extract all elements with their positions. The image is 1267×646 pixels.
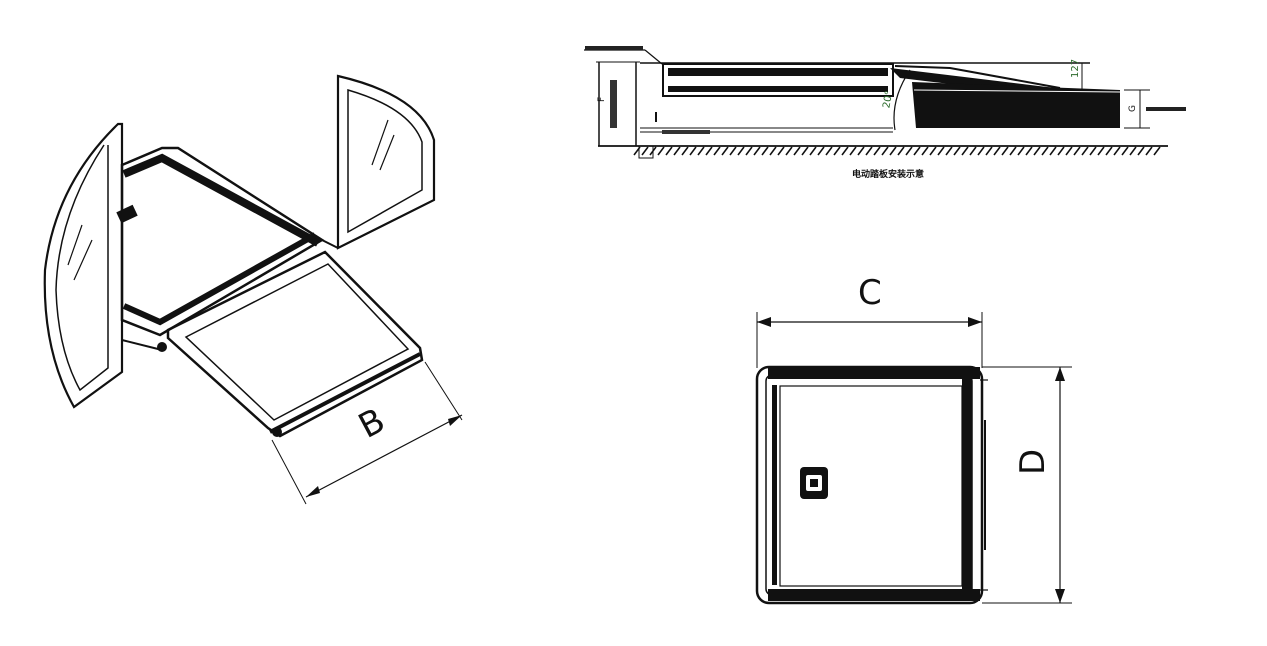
isometric-view: B xyxy=(43,74,463,505)
dimension-b-label: B xyxy=(352,401,391,447)
hatch-mark xyxy=(793,146,801,156)
hatch-mark xyxy=(1049,146,1057,156)
hatch-mark xyxy=(897,146,905,156)
hatch-mark xyxy=(801,146,809,156)
housing-handle xyxy=(116,204,138,224)
right-door xyxy=(336,74,436,250)
hatch-mark xyxy=(865,146,873,156)
dimension-f-label: F xyxy=(597,97,607,102)
hatch-mark xyxy=(993,146,1001,156)
hatch-mark xyxy=(825,146,833,156)
hatch-mark xyxy=(769,146,777,156)
hatch-mark xyxy=(705,146,713,156)
hatch-mark xyxy=(841,146,849,156)
hatch-mark xyxy=(721,146,729,156)
hatch-mark xyxy=(1145,146,1153,156)
hatch-mark xyxy=(921,146,929,156)
ground-caption: 电动踏板安装示意 xyxy=(852,168,924,180)
dimension-127-label: 127 xyxy=(1070,59,1081,78)
hatch-mark xyxy=(1025,146,1033,156)
hatch-mark xyxy=(745,146,753,156)
hatch-mark xyxy=(785,146,793,156)
hatch-mark xyxy=(1097,146,1105,156)
plate-handle xyxy=(800,467,828,499)
hatch-mark xyxy=(1121,146,1129,156)
hatch-mark xyxy=(1017,146,1025,156)
hatch-mark xyxy=(761,146,769,156)
hatch-mark xyxy=(689,146,697,156)
hatch-mark xyxy=(929,146,937,156)
hatch-mark xyxy=(1057,146,1065,156)
top-view: C D xyxy=(755,273,1072,605)
hatch-mark xyxy=(905,146,913,156)
dimension-b: B xyxy=(271,361,463,505)
hatch-mark xyxy=(777,146,785,156)
hatch-mark xyxy=(713,146,721,156)
hatch-mark xyxy=(1033,146,1041,156)
top-plate xyxy=(755,365,984,605)
hatch-mark xyxy=(945,146,953,156)
hatch-mark xyxy=(889,146,897,156)
hatch-mark xyxy=(1137,146,1145,156)
extended-step xyxy=(166,250,424,438)
hatch-mark xyxy=(681,146,689,156)
hatch-mark xyxy=(969,146,977,156)
hatch-mark xyxy=(1113,146,1121,156)
side-view: F 20° 127 G xyxy=(584,46,1186,180)
hatch-mark xyxy=(1129,146,1137,156)
hatch-mark xyxy=(1065,146,1073,156)
step-housing xyxy=(120,146,325,337)
side-housing xyxy=(662,63,894,97)
hatch-mark xyxy=(697,146,705,156)
hatch-mark xyxy=(953,146,961,156)
dimension-d-label: D xyxy=(1013,449,1053,475)
hatch-mark xyxy=(833,146,841,156)
ground-hatch xyxy=(633,146,1161,156)
hatch-mark xyxy=(729,146,737,156)
hatch-mark xyxy=(1073,146,1081,156)
hatch-mark xyxy=(737,146,745,156)
angle-label: 20° xyxy=(881,90,895,109)
dimension-g-label: G xyxy=(1128,105,1138,112)
hatch-mark xyxy=(881,146,889,156)
side-step-block xyxy=(912,82,1120,128)
hatch-mark xyxy=(657,146,665,156)
hatch-mark xyxy=(673,146,681,156)
hatch-mark xyxy=(1041,146,1049,156)
hatch-mark xyxy=(937,146,945,156)
hatch-mark xyxy=(1081,146,1089,156)
hatch-mark xyxy=(809,146,817,156)
hatch-mark xyxy=(857,146,865,156)
hatch-mark xyxy=(641,146,649,156)
hatch-mark xyxy=(817,146,825,156)
hatch-mark xyxy=(849,146,857,156)
hatch-mark xyxy=(1089,146,1097,156)
hatch-mark xyxy=(961,146,969,156)
left-door xyxy=(43,122,124,409)
hatch-mark xyxy=(1105,146,1113,156)
hatch-mark xyxy=(753,146,761,156)
hatch-mark xyxy=(1153,146,1161,156)
dimension-c-label: C xyxy=(858,273,882,313)
hatch-mark xyxy=(665,146,673,156)
hatch-mark xyxy=(1009,146,1017,156)
hatch-mark xyxy=(873,146,881,156)
hatch-mark xyxy=(977,146,985,156)
hatch-mark xyxy=(913,146,921,156)
hatch-mark xyxy=(985,146,993,156)
hatch-mark xyxy=(1001,146,1009,156)
